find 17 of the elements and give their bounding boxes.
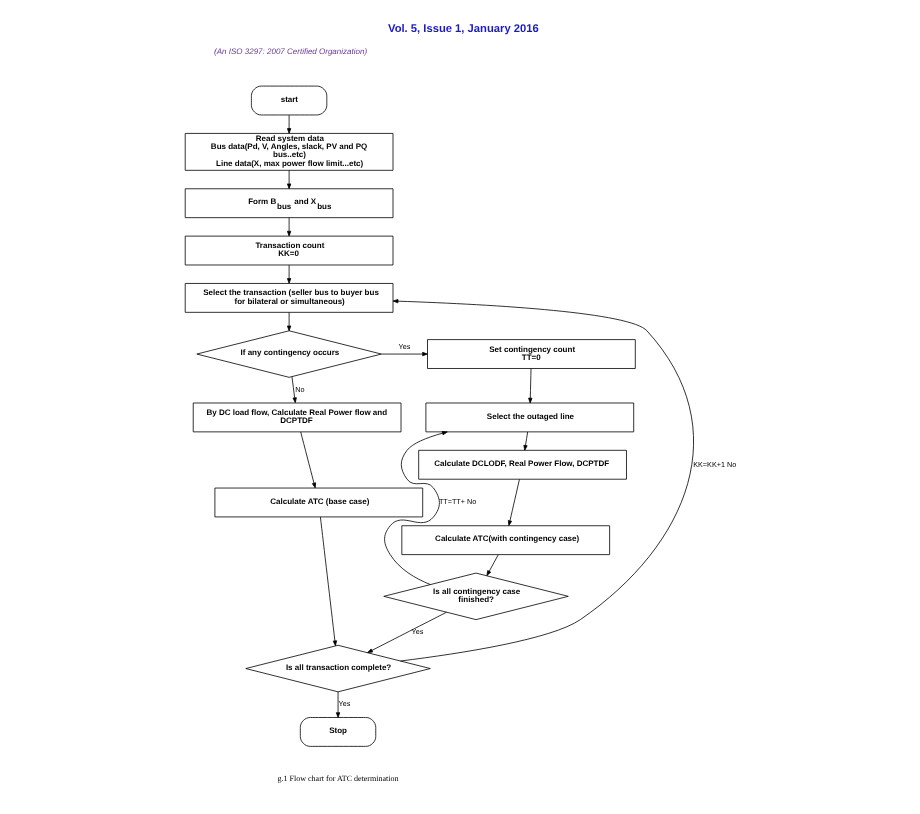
arrow	[383, 431, 447, 585]
arrow	[506, 479, 519, 526]
arrow	[485, 554, 498, 576]
arrow	[319, 516, 336, 647]
arrow	[366, 611, 446, 653]
arrow	[334, 691, 340, 718]
arrow	[286, 169, 291, 190]
arrow	[299, 431, 316, 489]
arrow	[527, 368, 532, 404]
arrow	[290, 376, 296, 404]
arrow	[380, 351, 427, 357]
arrow	[286, 312, 291, 332]
arrow	[286, 264, 291, 284]
arrow	[391, 299, 693, 662]
arrow	[286, 114, 291, 134]
arrow	[522, 431, 528, 451]
arrow	[286, 217, 291, 237]
